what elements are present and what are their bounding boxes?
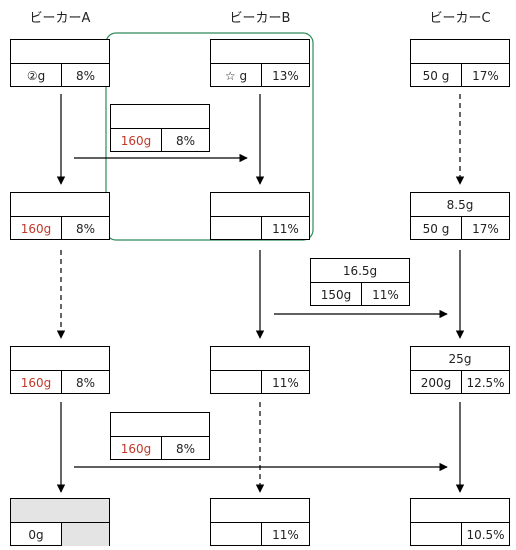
box-top [211,40,309,64]
percent-cell: 11% [372,287,399,302]
box-top [411,499,509,523]
weight-cell: 50 g [411,217,462,240]
percent-cell: 11% [272,375,299,390]
percent-cell: 8% [75,375,96,390]
box-bottom: 160g 8% [11,371,109,394]
weight-cell: 200g [411,371,462,394]
beaker-c-initial: 50 g 17% [410,39,510,87]
weight-cell: 160g [11,217,62,240]
header-beaker-c: ビーカーC [429,11,491,26]
weight-cell [411,523,462,546]
beaker-c-final: 10.5% [410,498,510,546]
box-top: 8.5g [411,193,509,217]
box-top [211,193,309,217]
weight-cell: 50 g [411,64,462,87]
weight-cell: ②g [11,64,62,87]
percent-cell: 8% [75,221,96,236]
beaker-b-initial: ☆ g 13% [210,39,310,87]
weight-cell [211,371,262,394]
header-beaker-b: ビーカーB [229,11,291,26]
percent-cell: 12.5% [466,375,505,390]
percent-cell: 10.5% [466,527,505,542]
percent-cell [62,523,109,546]
beaker-a-final: 0g [10,498,110,546]
box-bottom: 10.5% [411,523,509,546]
box-top [11,40,109,64]
percent-cell: 8% [175,441,196,456]
weight-cell: ☆ g [211,64,262,87]
header-beaker-a: ビーカーA [29,11,91,26]
weight-cell: 150g [311,283,362,306]
box-bottom: 0g [11,523,109,546]
box-bottom: 160g 8% [111,129,209,152]
box-top: 16.5g [311,259,409,283]
box-bottom: 11% [211,371,309,394]
box-top [211,499,309,523]
box-bottom: 150g 11% [311,283,409,306]
box-bottom: ②g 8% [11,64,109,87]
beaker-a-step2: 160g 8% [10,192,110,240]
weight-cell: 160g [111,437,162,460]
box-top [11,499,109,523]
box-bottom: 50 g 17% [411,64,509,87]
box-top [11,347,109,371]
beaker-b-final: 11% [210,498,310,546]
percent-cell: 17% [472,68,499,83]
box-bottom: 11% [211,523,309,546]
weight-cell: 0g [11,523,62,546]
beaker-c-step2: 8.5g 50 g 17% [410,192,510,240]
box-bottom: 200g 12.5% [411,371,509,394]
box-bottom: ☆ g 13% [211,64,309,87]
box-top [411,40,509,64]
percent-cell: 8% [75,68,96,83]
box-top [111,105,209,129]
percent-cell: 11% [272,221,299,236]
box-bottom: 160g 8% [111,437,209,460]
transfer-a-to-b: 160g 8% [110,104,210,152]
beaker-c-step3: 25g 200g 12.5% [410,346,510,394]
box-top [111,413,209,437]
weight-cell: 160g [11,371,62,394]
transfer-b-to-c: 16.5g 150g 11% [310,258,410,306]
percent-cell: 8% [175,133,196,148]
box-top [11,193,109,217]
weight-cell [211,217,262,240]
beaker-a-step3: 160g 8% [10,346,110,394]
box-bottom: 160g 8% [11,217,109,240]
beaker-b-step3: 11% [210,346,310,394]
box-bottom: 11% [211,217,309,240]
box-top [211,347,309,371]
weight-cell [211,523,262,546]
percent-cell: 13% [272,68,299,83]
beaker-b-step2: 11% [210,192,310,240]
box-top: 25g [411,347,509,371]
highlight-group-frame [105,32,314,241]
weight-cell: 160g [111,129,162,152]
beaker-a-initial: ②g 8% [10,39,110,87]
transfer-a-to-c: 160g 8% [110,412,210,460]
percent-cell: 11% [272,527,299,542]
percent-cell: 17% [472,221,499,236]
box-bottom: 50 g 17% [411,217,509,240]
